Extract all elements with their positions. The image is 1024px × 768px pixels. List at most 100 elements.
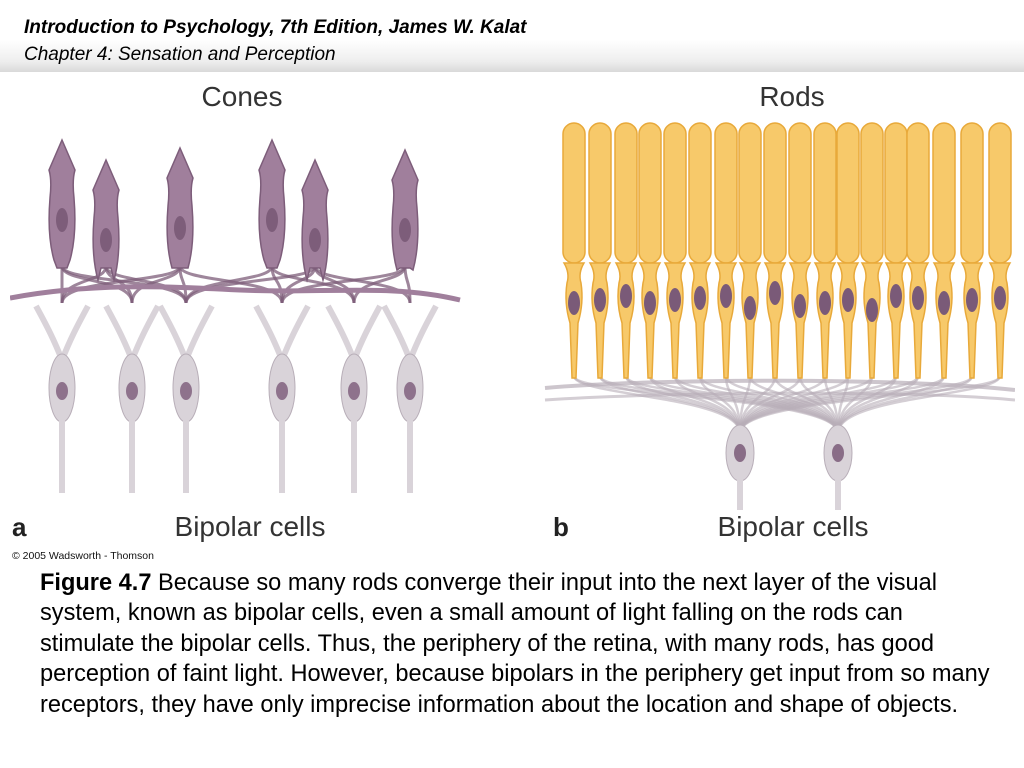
cone-cell bbox=[92, 158, 120, 283]
rod-nucleus bbox=[720, 284, 732, 308]
rod-outer-segment bbox=[763, 122, 787, 264]
rod-inner-segment bbox=[813, 262, 837, 379]
panel-b-bipolar-label: Bipolar cells bbox=[718, 511, 869, 542]
rod-inner-segment bbox=[663, 262, 687, 379]
bipolar-axon bbox=[835, 478, 841, 510]
rod-outer-segment bbox=[663, 122, 687, 264]
retina-diagram: Cones Rods a Bipolar cells b Bipolar cel… bbox=[10, 81, 1015, 562]
rod-inner-segment bbox=[562, 262, 586, 379]
rod-inner-segment bbox=[960, 262, 984, 379]
rod-nucleus bbox=[912, 286, 924, 310]
cones-label: Cones bbox=[202, 81, 283, 112]
cone-bipolar-fiber bbox=[60, 265, 182, 304]
cone-cell bbox=[258, 138, 286, 269]
rod-nucleus bbox=[994, 286, 1006, 310]
rod-inner-segment bbox=[788, 262, 812, 379]
cone-nucleus bbox=[100, 228, 112, 252]
rod-inner-segment bbox=[932, 262, 956, 379]
bipolar-nucleus bbox=[404, 382, 416, 400]
bipolar-dendrite bbox=[103, 304, 161, 369]
panel-b-rods bbox=[544, 122, 1015, 510]
rod-nucleus bbox=[744, 296, 756, 320]
cone-bipolar-fiber bbox=[270, 265, 356, 304]
bipolar-dendrite bbox=[253, 304, 311, 369]
rod-inner-segment bbox=[884, 262, 908, 379]
rod-nucleus bbox=[594, 288, 606, 312]
cone-bipolar-fiber bbox=[403, 265, 412, 304]
bipolar-nucleus bbox=[832, 444, 844, 462]
rod-nucleus bbox=[938, 291, 950, 315]
rod-outer-segment bbox=[836, 122, 860, 264]
bipolar-axon bbox=[59, 418, 65, 493]
panel-a-bipolar-label: Bipolar cells bbox=[175, 511, 326, 542]
cone-cell bbox=[391, 148, 419, 272]
rod-nucleus bbox=[669, 288, 681, 312]
bipolar-dendrite bbox=[33, 304, 91, 369]
cone-bipolar-fiber bbox=[280, 265, 407, 304]
rod-nucleus bbox=[819, 291, 831, 315]
rod-outer-segment bbox=[614, 122, 638, 264]
rod-inner-segment bbox=[638, 262, 662, 379]
rod-outer-segment bbox=[860, 122, 884, 264]
bipolar-axon bbox=[183, 418, 189, 493]
rod-inner-segment bbox=[836, 262, 860, 379]
cone-nucleus bbox=[399, 218, 411, 242]
rod-inner-segment bbox=[614, 262, 638, 379]
rod-nucleus bbox=[794, 294, 806, 318]
rod-outer-segment bbox=[588, 122, 612, 264]
rod-inner-segment bbox=[688, 262, 712, 379]
rod-nucleus bbox=[644, 291, 656, 315]
cone-bipolar-fiber bbox=[60, 265, 108, 304]
rod-outer-segment bbox=[906, 122, 930, 264]
panel-a-letter: a bbox=[12, 512, 27, 542]
rod-nucleus bbox=[890, 284, 902, 308]
rod-nucleus bbox=[842, 288, 854, 312]
bipolar-dendrite bbox=[325, 304, 383, 369]
bipolar-nucleus bbox=[56, 382, 68, 400]
cone-cell bbox=[166, 146, 194, 269]
bipolar-nucleus bbox=[126, 382, 138, 400]
bipolar-nucleus bbox=[276, 382, 288, 400]
panel-a-cones bbox=[10, 138, 461, 493]
chapter-title: Chapter 4: Sensation and Perception bbox=[24, 44, 336, 65]
rod-inner-segment bbox=[588, 262, 612, 379]
figure-number: Figure 4.7 bbox=[40, 570, 152, 596]
rod-outer-segment bbox=[688, 122, 712, 264]
rod-nucleus bbox=[568, 291, 580, 315]
cone-cell bbox=[48, 138, 76, 269]
cone-nucleus bbox=[174, 216, 186, 240]
book-title: Introduction to Psychology, 7th Edition,… bbox=[24, 17, 527, 38]
bipolar-dendrite bbox=[381, 304, 439, 369]
rod-nucleus bbox=[769, 281, 781, 305]
figure-4-7-illustration: Cones Rods a Bipolar cells b Bipolar cel… bbox=[10, 78, 1015, 565]
rod-bipolar-fiber bbox=[836, 375, 1002, 434]
bipolar-nucleus bbox=[734, 444, 746, 462]
rod-outer-segment bbox=[714, 122, 738, 264]
rod-inner-segment bbox=[763, 262, 787, 379]
rod-outer-segment bbox=[562, 122, 586, 264]
cone-nucleus bbox=[309, 228, 321, 252]
bipolar-axon bbox=[351, 418, 357, 493]
rod-inner-segment bbox=[988, 262, 1012, 379]
cone-bipolar-fiber bbox=[313, 265, 412, 304]
rod-outer-segment bbox=[738, 122, 762, 264]
rod-inner-segment bbox=[738, 262, 762, 379]
bipolar-axon bbox=[129, 418, 135, 493]
rod-nucleus bbox=[866, 298, 878, 322]
bipolar-axon bbox=[737, 478, 743, 510]
rod-outer-segment bbox=[988, 122, 1012, 264]
caption-text: Because so many rods converge their inpu… bbox=[40, 570, 990, 718]
rod-nucleus bbox=[694, 286, 706, 310]
rod-outer-segment bbox=[932, 122, 956, 264]
cone-bipolar-fiber bbox=[352, 265, 407, 304]
rod-outer-segment bbox=[788, 122, 812, 264]
cone-nucleus bbox=[266, 208, 278, 232]
copyright-notice: © 2005 Wadsworth - Thomson bbox=[12, 550, 154, 562]
rod-outer-segment bbox=[813, 122, 837, 264]
panel-b-letter: b bbox=[553, 512, 569, 542]
rods-label: Rods bbox=[759, 81, 824, 112]
rod-bipolar-fiber bbox=[738, 375, 1002, 434]
cone-cell bbox=[301, 158, 329, 283]
bipolar-axon bbox=[407, 418, 413, 493]
rod-nucleus bbox=[620, 284, 632, 308]
